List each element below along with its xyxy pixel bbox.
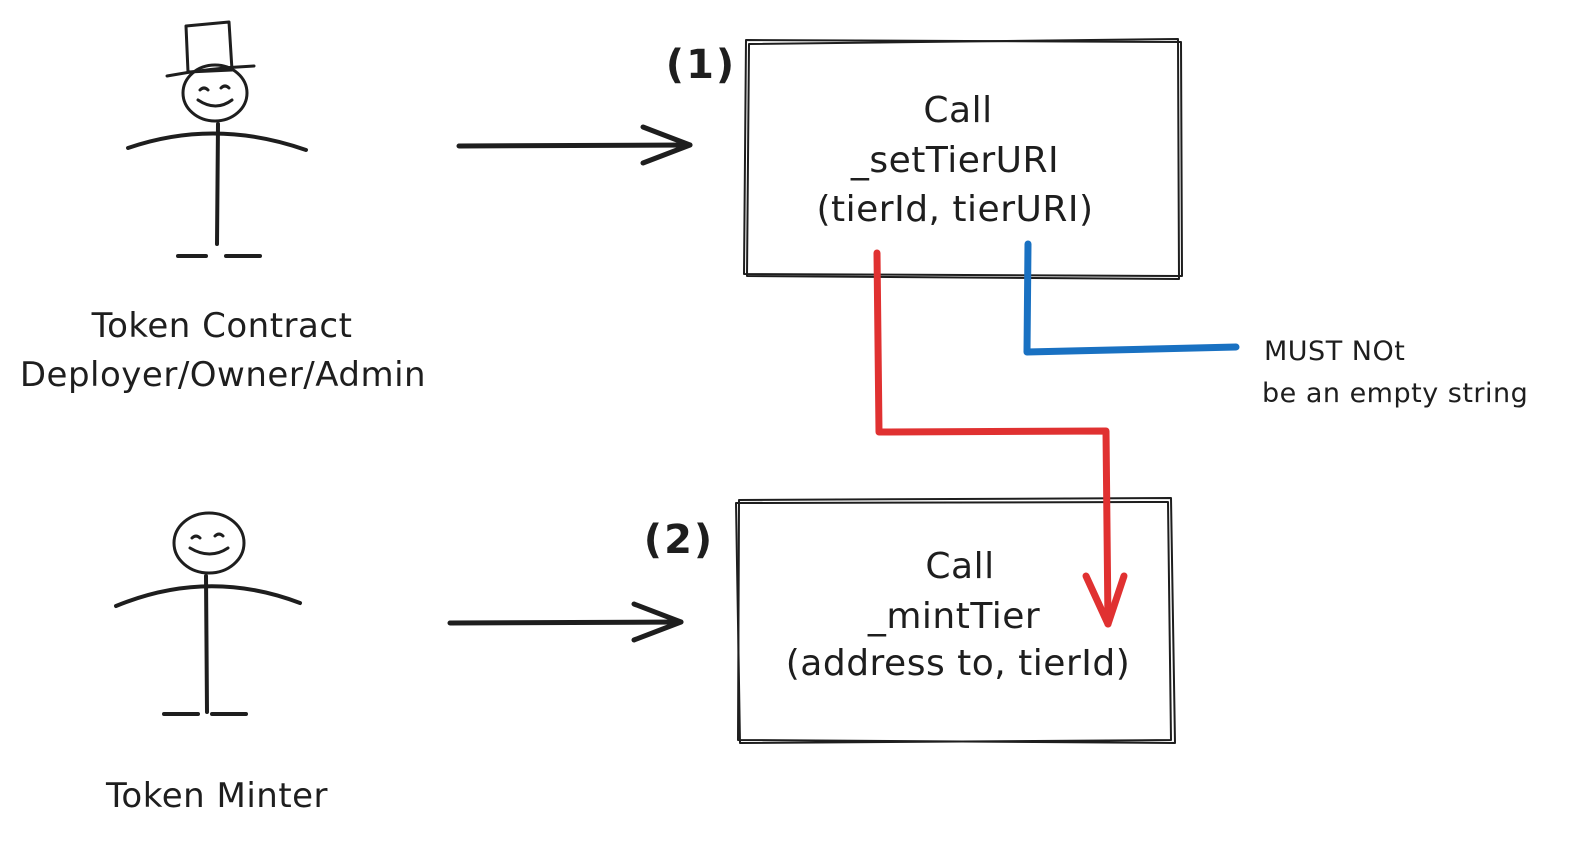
owner-figure-icon: [126, 20, 308, 258]
step2-number: (2): [644, 517, 714, 563]
constraint-note-line1: MUST NOt: [1264, 336, 1405, 367]
arrow-owner-to-step1: [456, 124, 693, 166]
step2-text-line2: _mintTier: [867, 596, 1040, 637]
step1-text-line1: Call: [923, 90, 992, 131]
step1-box: [743, 38, 1183, 280]
arrow-minter-to-step2: [447, 601, 684, 643]
minter-figure-icon: [114, 511, 302, 716]
step2-box: [735, 497, 1176, 744]
step2-text-line3: (address to, tierId): [786, 643, 1131, 684]
owner-label-line2: Deployer/Owner/Admin: [20, 355, 426, 395]
owner-label-line1: Token Contract: [91, 306, 353, 346]
red-tierid-connector: [873, 249, 1128, 628]
step2-text-line1: Call: [925, 546, 994, 587]
constraint-note-line2: be an empty string: [1262, 378, 1528, 409]
step1-text-line3: (tierId, tierURI): [816, 189, 1093, 230]
step1-number: (1): [666, 42, 736, 88]
minter-label: Token Minter: [105, 776, 328, 816]
step1-text-line2: _setTierURI: [850, 140, 1059, 181]
blue-tieruri-connector: [1023, 240, 1240, 356]
